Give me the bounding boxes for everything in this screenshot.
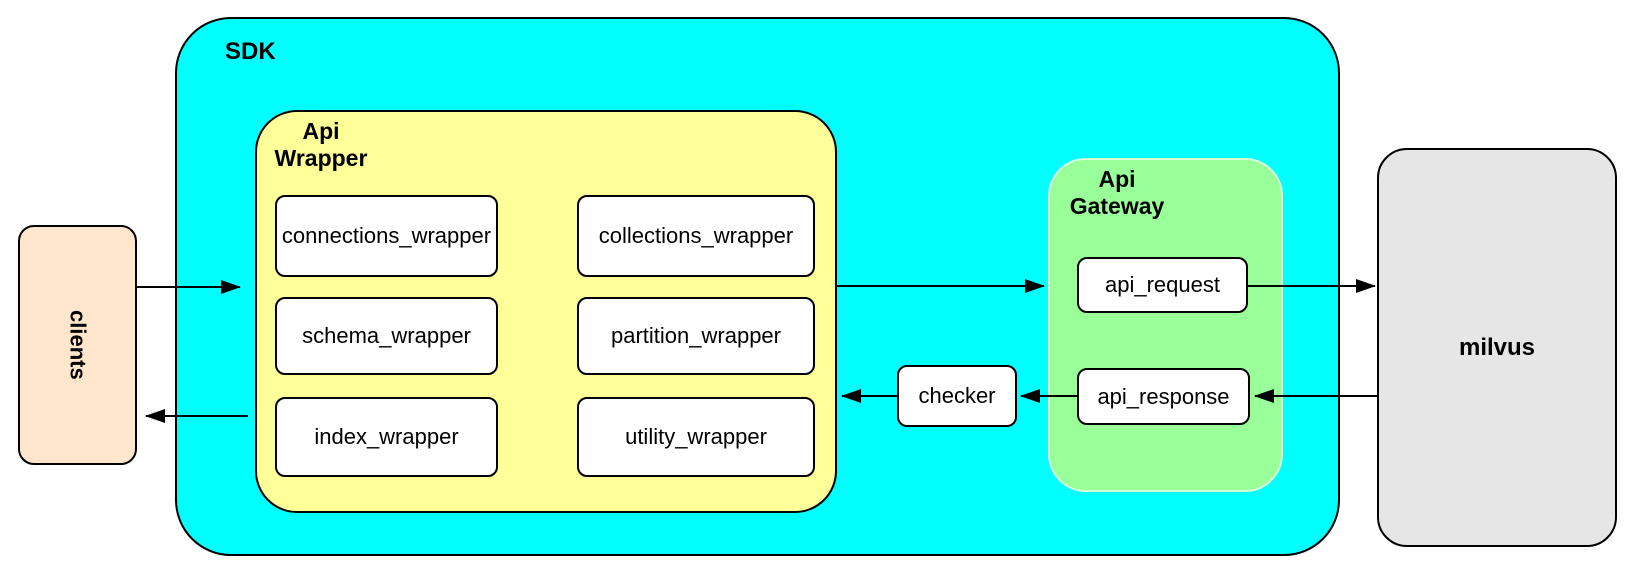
- api-gateway-label: Api Gateway: [1048, 166, 1186, 220]
- api-wrapper-label-line1: Api: [302, 118, 340, 144]
- clients-label: clients: [65, 310, 91, 380]
- clients-box: clients: [18, 225, 137, 465]
- module-box-index-wrapper: index_wrapper: [275, 397, 498, 477]
- module-box-collections-wrapper: collections_wrapper: [577, 195, 815, 277]
- api-gateway-label-line2: Gateway: [1069, 193, 1165, 219]
- module-box-api-request: api_request: [1077, 257, 1248, 313]
- api-wrapper-label: Api Wrapper: [256, 118, 386, 172]
- module-box-utility-wrapper: utility_wrapper: [577, 397, 815, 477]
- api-gateway-label-line1: Api: [1098, 166, 1136, 192]
- milvus-label: milvus: [1458, 333, 1536, 361]
- checker-box: checker: [897, 365, 1017, 427]
- module-box-api-response: api_response: [1077, 368, 1250, 425]
- module-box-partition-wrapper: partition_wrapper: [577, 297, 815, 375]
- api-gateway-container: [1048, 158, 1283, 492]
- api-wrapper-label-line2: Wrapper: [274, 145, 368, 171]
- sdk-label: SDK: [225, 38, 276, 65]
- module-box-connections-wrapper: connections_wrapper: [275, 195, 498, 277]
- milvus-box: milvus: [1377, 148, 1617, 547]
- module-box-schema-wrapper: schema_wrapper: [275, 297, 498, 375]
